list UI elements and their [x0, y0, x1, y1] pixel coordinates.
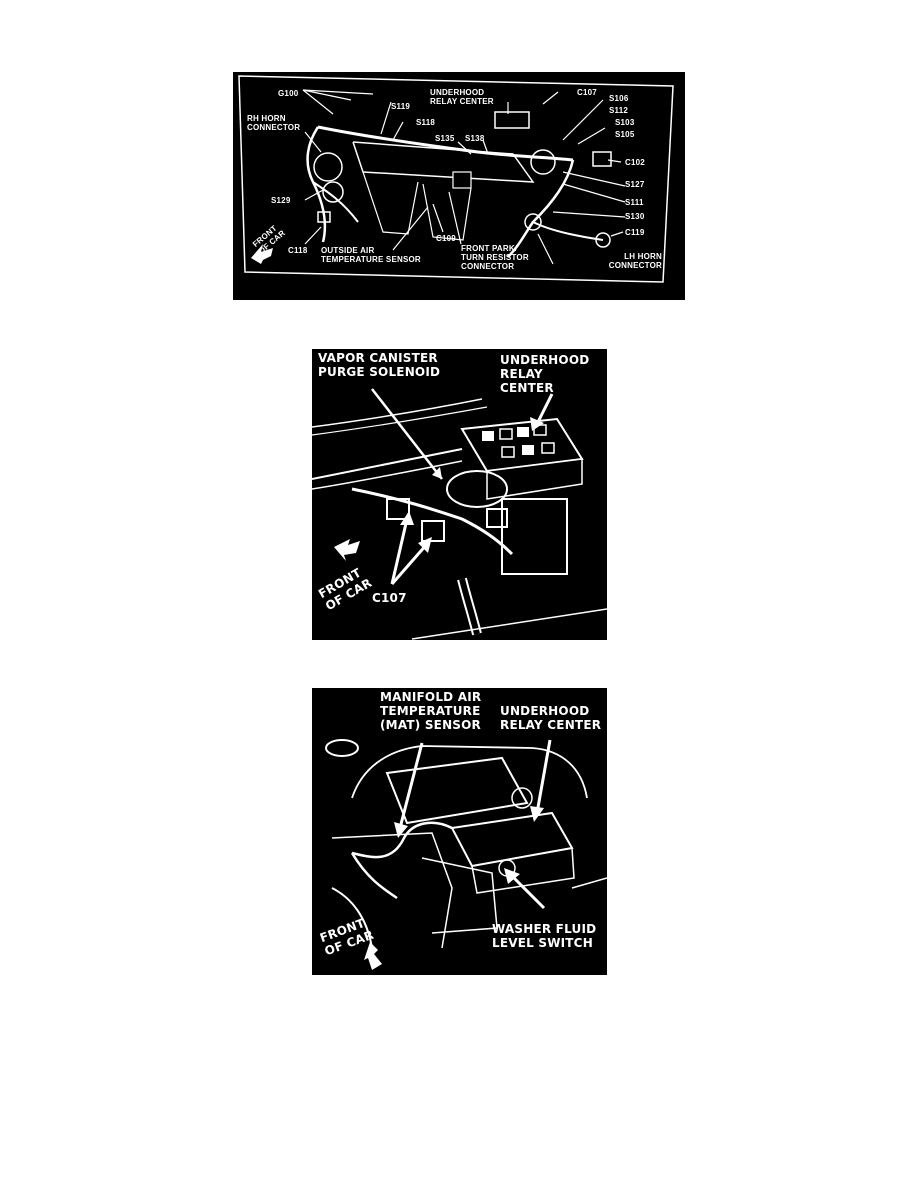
label-c109: C109 — [436, 234, 456, 243]
label-underhood-relay-center: UNDERHOOD RELAY CENTER — [500, 704, 602, 732]
label-s111: S111 — [625, 198, 644, 207]
label-c118: C118 — [288, 246, 308, 255]
label-s130: S130 — [625, 212, 645, 221]
label-s135: S135 — [435, 134, 455, 143]
label-s129: S129 — [271, 196, 291, 205]
label-washer-fluid-level-switch: WASHER FLUID LEVEL SWITCH — [492, 922, 597, 950]
label-manifold-air-temperature-sensor: MANIFOLD AIR TEMPERATURE (MAT) SENSOR — [380, 690, 482, 732]
label-outside-air-temperature-sensor: OUTSIDE AIR TEMPERATURE SENSOR — [321, 246, 421, 264]
label-underhood-relay-center: UNDERHOOD RELAY CENTER — [500, 353, 590, 395]
label-s112: S112 — [609, 106, 629, 115]
label-c107: C107 — [577, 88, 597, 97]
label-c119: C119 — [625, 228, 645, 237]
label-lh-horn-connector: LH HORN CONNECTOR — [608, 252, 662, 270]
label-c107: C107 — [372, 591, 407, 605]
label-s106: S106 — [609, 94, 629, 103]
label-c102: C102 — [625, 158, 645, 167]
label-s105: S105 — [615, 130, 635, 139]
label-s138: S138 — [465, 134, 485, 143]
label-s119: S119 — [391, 102, 411, 111]
label-front-park-turn-resistor-connector: FRONT PARK/ TURN RESISTOR CONNECTOR — [461, 244, 529, 271]
label-s118: S118 — [416, 118, 436, 127]
label-s103: S103 — [615, 118, 635, 127]
mat-sensor-drawing — [325, 739, 607, 970]
label-underhood-relay-center: UNDERHOOD RELAY CENTER — [430, 88, 494, 106]
mat-sensor-diagram: MANIFOLD AIR TEMPERATURE (MAT) SENSOR UN… — [312, 688, 607, 975]
label-s127: S127 — [625, 180, 645, 189]
label-g100: G100 — [278, 89, 299, 98]
label-vapor-canister-purge-solenoid: VAPOR CANISTER PURGE SOLENOID — [318, 351, 441, 379]
label-rh-horn-connector: RH HORN CONNECTOR — [247, 114, 301, 132]
harness-drawing — [238, 75, 674, 283]
vapor-canister-drawing — [312, 388, 607, 640]
harness-routing-diagram: G100 UNDERHOOD RELAY CENTER C107 S106 S1… — [233, 72, 685, 300]
vapor-canister-diagram: VAPOR CANISTER PURGE SOLENOID UNDERHOOD … — [312, 349, 607, 640]
